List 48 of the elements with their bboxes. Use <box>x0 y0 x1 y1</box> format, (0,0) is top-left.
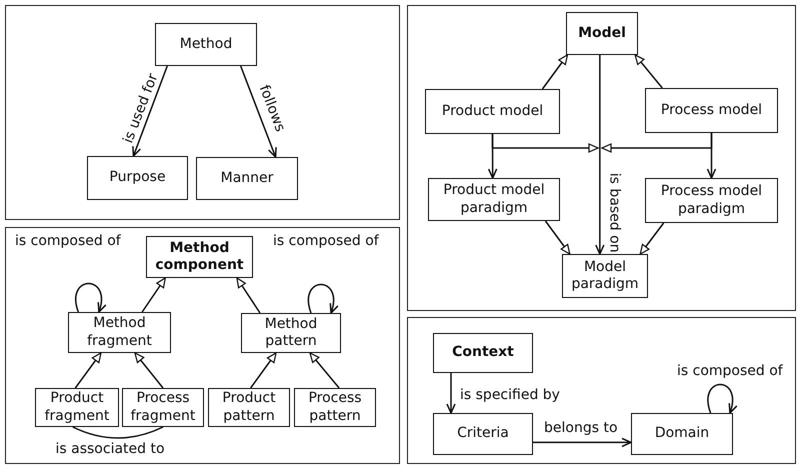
generalization-arrow <box>236 277 261 314</box>
class-box: Manner <box>196 157 298 200</box>
edge-label: is specified by <box>459 388 561 403</box>
arrow <box>75 282 106 313</box>
generalization-arrow <box>74 352 102 388</box>
class-box: Process pattern <box>294 388 376 427</box>
edge-label: is based on <box>606 171 622 254</box>
edge-label: is composed of <box>676 364 784 379</box>
generalization-arrow <box>542 54 568 90</box>
arrow <box>132 66 168 157</box>
generalization-arrow <box>634 54 663 88</box>
class-box: Context <box>433 333 533 373</box>
class-box: Product fragment <box>35 388 119 427</box>
generalization-arrow <box>250 352 277 388</box>
class-box: Method pattern <box>241 313 341 353</box>
generalization-arrow <box>134 352 164 388</box>
arrow <box>595 55 605 255</box>
class-box: Model <box>566 12 638 55</box>
class-box: Product pattern <box>208 388 290 427</box>
edge-label: belongs to <box>543 420 619 436</box>
class-box: Method component <box>146 236 253 278</box>
edge-label: follows <box>254 82 288 135</box>
generalization-arrow <box>601 133 712 153</box>
edge-label: is composed of <box>14 234 122 249</box>
generalization-arrow <box>492 134 599 153</box>
class-box: Process fragment <box>122 388 204 427</box>
class-box: Domain <box>631 413 733 455</box>
class-box: Product model <box>425 89 560 134</box>
arrow <box>533 438 632 448</box>
arrow <box>707 384 737 414</box>
generalization-arrow <box>544 220 570 255</box>
edge-label: is composed of <box>272 234 380 249</box>
arrow <box>308 284 338 314</box>
class-box: Method fragment <box>68 312 171 353</box>
arrow <box>446 373 456 414</box>
association-line <box>72 426 164 439</box>
edge-label: is used for <box>120 70 162 146</box>
class-box: Purpose <box>87 156 188 200</box>
generalization-arrow <box>142 277 166 312</box>
class-box: Model paradigm <box>562 254 648 298</box>
generalization-arrow <box>640 222 664 255</box>
arrow <box>240 66 277 158</box>
class-box: Process model <box>645 88 778 133</box>
generalization-arrow <box>309 352 340 388</box>
class-box: Process model paradigm <box>645 178 778 223</box>
class-box: Method <box>155 23 257 66</box>
class-box: Criteria <box>433 413 533 455</box>
class-box: Product model paradigm <box>428 178 560 221</box>
